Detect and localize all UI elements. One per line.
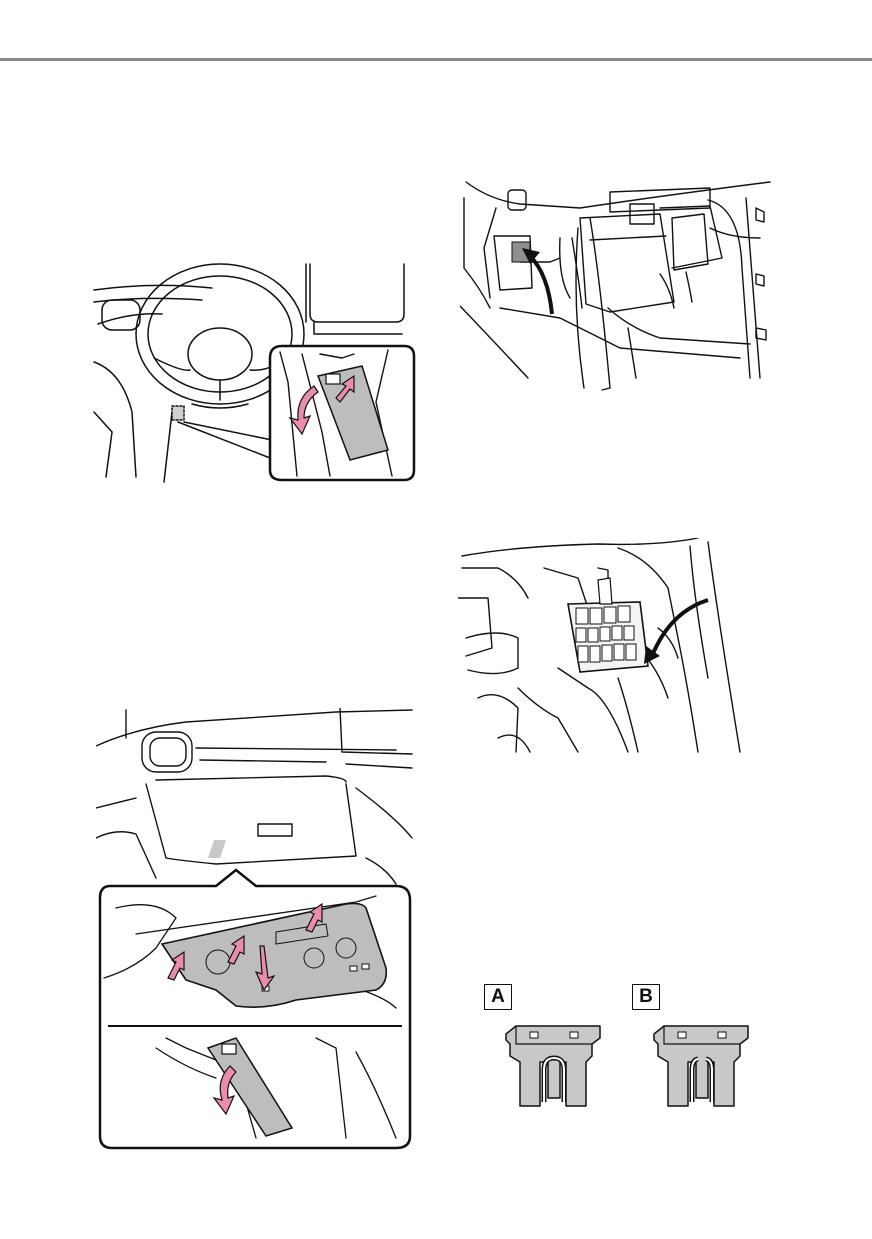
fuse-b-blown-icon: [648, 1022, 756, 1114]
steering-fuse-cover-figure: [92, 262, 418, 484]
glovebox-fuse-cover-figure: [96, 708, 414, 1152]
fuse-label-b: B: [632, 984, 660, 1010]
header-rule: [0, 58, 872, 61]
fuse-label-a: A: [484, 984, 512, 1010]
fuse-a-normal-icon: [500, 1022, 608, 1114]
engine-fuse-box-figure: [460, 178, 776, 398]
fuse-puller-figure: [458, 538, 744, 756]
